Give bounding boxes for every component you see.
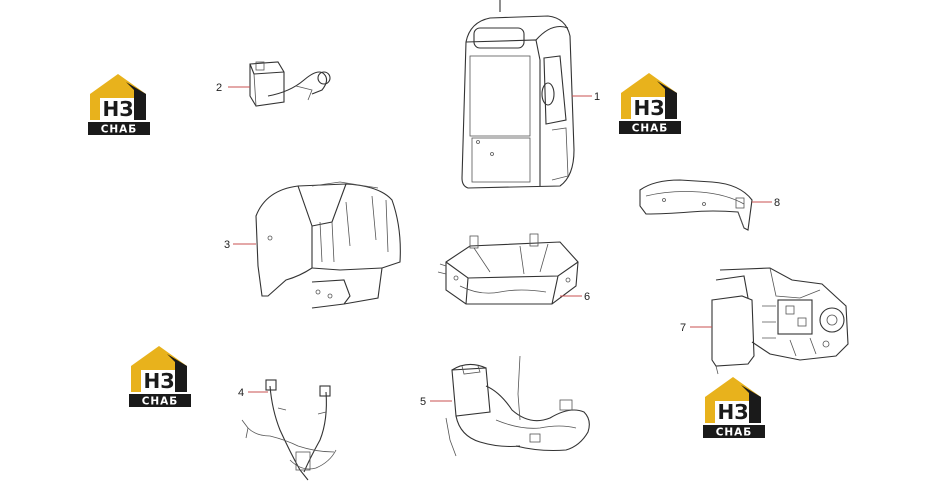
logo-mark: НЗ [103, 97, 134, 121]
logo-caption: СНАБ [716, 427, 753, 439]
logo-caption: СНАБ [632, 123, 669, 135]
part-8-curved-panel[interactable] [639, 179, 753, 231]
callout-1: 1 [594, 91, 600, 103]
logo-top-right: НЗ СНАБ [619, 73, 681, 135]
part-1-cab[interactable] [461, 0, 575, 189]
callout-4: 4 [238, 387, 244, 399]
part-3-cover-frame[interactable] [255, 181, 401, 309]
callout-2: 2 [216, 82, 222, 94]
part-4-wiring-harness[interactable] [241, 379, 337, 481]
callout-7: 7 [680, 322, 686, 334]
callout-8: 8 [774, 197, 780, 209]
part-7-engine-assembly[interactable] [711, 267, 849, 375]
logo-mark: НЗ [144, 369, 175, 393]
logo-top-left: НЗ СНАБ [88, 74, 150, 136]
logo-caption: СНАБ [101, 124, 138, 136]
logo-bottom-left: НЗ СНАБ [129, 346, 191, 408]
callout-3: 3 [224, 239, 230, 251]
callout-5: 5 [420, 396, 426, 408]
callout-6: 6 [584, 291, 590, 303]
logo-caption: СНАБ [142, 396, 179, 408]
logo-mark: НЗ [634, 96, 665, 120]
logo-mark: НЗ [718, 400, 749, 424]
part-6-base-frame[interactable] [437, 233, 579, 305]
logo-bottom-right: НЗ СНАБ [703, 377, 765, 439]
part-2-switch-assembly[interactable] [249, 61, 331, 107]
part-5-electrical-box-harness[interactable] [445, 355, 590, 457]
